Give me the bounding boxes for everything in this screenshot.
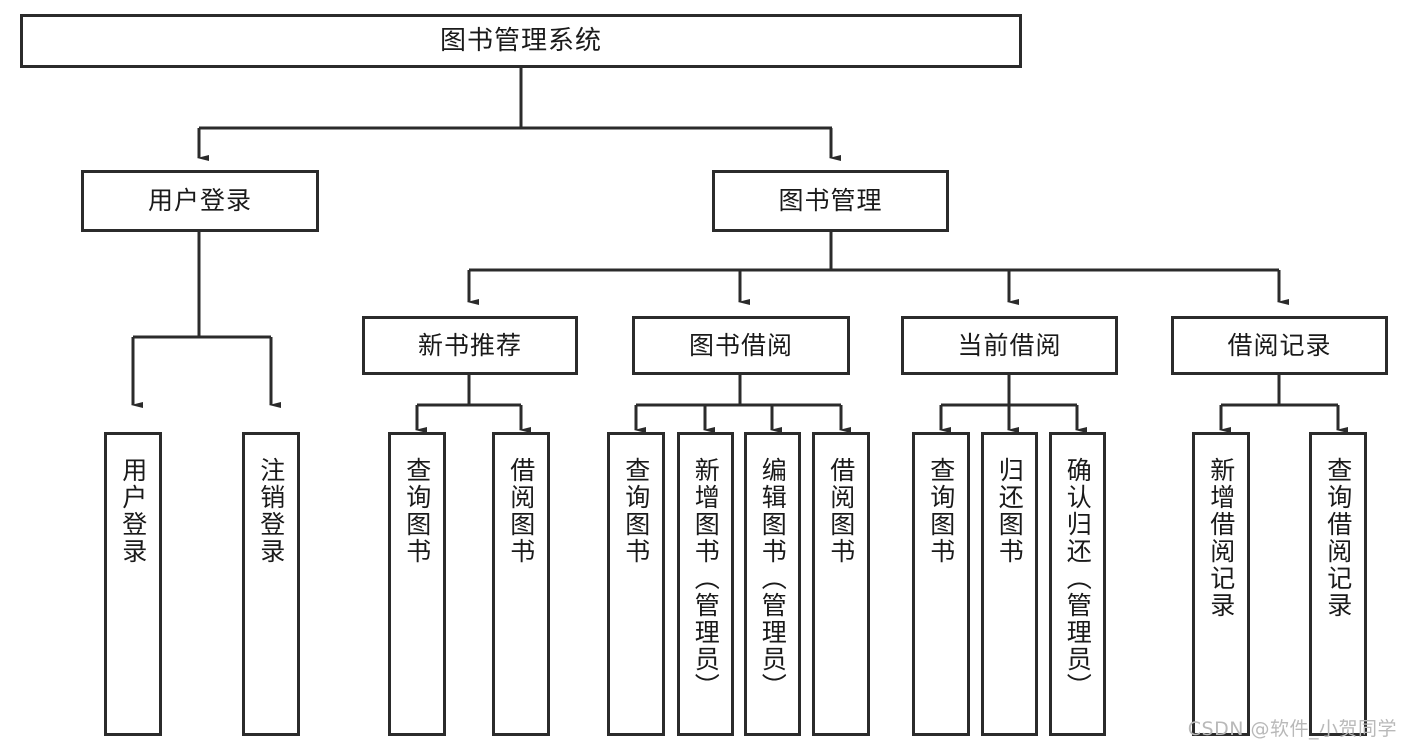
node-label: 借阅记录 <box>1227 330 1332 360</box>
node-current-borrow[interactable]: 当前借阅 <box>901 316 1118 375</box>
leaf-query-borrow-record[interactable]: 查询借阅记录 <box>1309 432 1367 736</box>
node-label: 用户登录 <box>147 186 252 216</box>
node-label: 借阅图书 <box>826 457 856 565</box>
node-book-management[interactable]: 图书管理 <box>712 170 949 232</box>
node-label: 图书管理系统 <box>439 25 602 56</box>
node-label: 查询图书 <box>621 457 651 565</box>
node-label: 当前借阅 <box>957 330 1062 360</box>
node-label: 新增借阅记录 <box>1206 457 1236 619</box>
node-label: 查询借阅记录 <box>1323 457 1353 619</box>
node-root-book-management-system[interactable]: 图书管理系统 <box>20 14 1022 68</box>
node-label: 归还图书 <box>995 457 1025 565</box>
leaf-query-book-current[interactable]: 查询图书 <box>912 432 970 736</box>
leaf-query-book-recommend[interactable]: 查询图书 <box>388 432 446 736</box>
node-borrow-record[interactable]: 借阅记录 <box>1171 316 1388 375</box>
leaf-add-borrow-record[interactable]: 新增借阅记录 <box>1192 432 1250 736</box>
node-label: 新书推荐 <box>417 330 522 360</box>
node-label: 用户登录 <box>118 457 148 565</box>
leaf-user-login[interactable]: 用户登录 <box>104 432 162 736</box>
csdn-watermark: CSDN @软件_小贺同学 <box>1187 718 1397 740</box>
leaf-confirm-return-admin[interactable]: 确认归还（管理员） <box>1049 432 1106 736</box>
leaf-return-book[interactable]: 归还图书 <box>981 432 1038 736</box>
node-label: 注销登录 <box>256 457 286 565</box>
leaf-borrow-book[interactable]: 借阅图书 <box>812 432 870 736</box>
node-label: 编辑图书（管理员） <box>758 457 788 700</box>
leaf-query-book-borrow[interactable]: 查询图书 <box>607 432 665 736</box>
node-label: 图书管理 <box>778 186 883 216</box>
node-label: 新增图书（管理员） <box>691 457 721 700</box>
node-user-login[interactable]: 用户登录 <box>81 170 319 232</box>
leaf-add-book-admin[interactable]: 新增图书（管理员） <box>677 432 734 736</box>
node-book-borrow[interactable]: 图书借阅 <box>632 316 850 375</box>
leaf-user-logout[interactable]: 注销登录 <box>242 432 300 736</box>
leaf-borrow-book-recommend[interactable]: 借阅图书 <box>492 432 550 736</box>
node-new-book-recommend[interactable]: 新书推荐 <box>362 316 578 375</box>
node-label: 图书借阅 <box>688 330 793 360</box>
node-label: 确认归还（管理员） <box>1063 457 1093 700</box>
node-label: 查询图书 <box>402 457 432 565</box>
node-label: 借阅图书 <box>506 457 536 565</box>
node-label: 查询图书 <box>926 457 956 565</box>
leaf-edit-book-admin[interactable]: 编辑图书（管理员） <box>744 432 801 736</box>
